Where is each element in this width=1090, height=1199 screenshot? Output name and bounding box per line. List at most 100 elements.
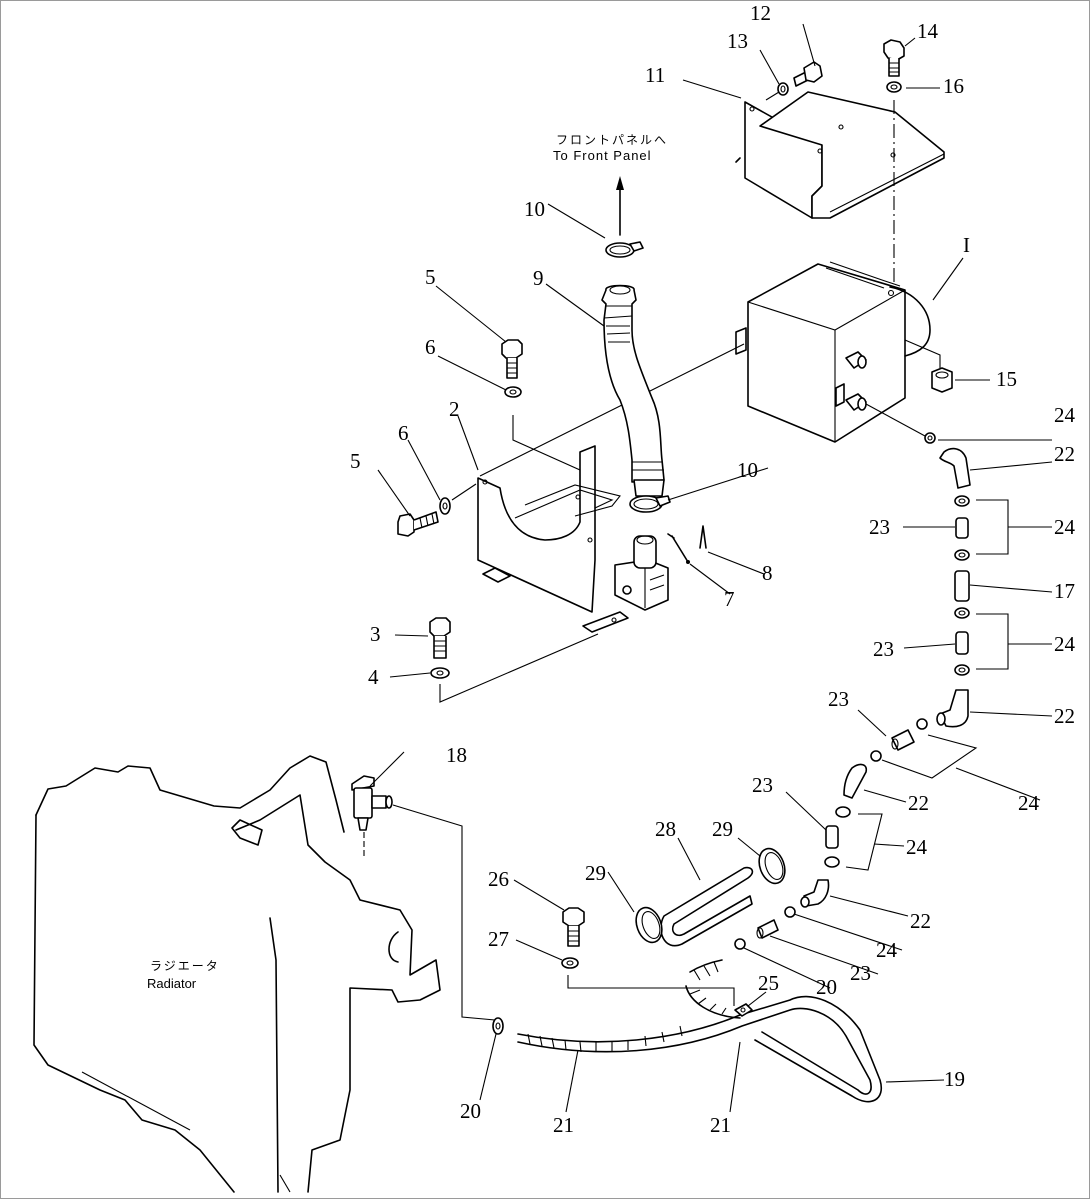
protector-21-a xyxy=(527,1025,683,1053)
washer-27 xyxy=(561,957,579,969)
callout-29-right[interactable]: 29 xyxy=(712,817,733,841)
callout-16[interactable]: 16 xyxy=(943,74,964,98)
cover-sleeve-28 xyxy=(660,866,754,947)
callout-21-left[interactable]: 21 xyxy=(553,1113,574,1137)
leader-6b-axis xyxy=(451,483,477,501)
elbow-hose-22-a xyxy=(939,447,971,489)
clamp-24-f xyxy=(784,906,796,918)
callout-23-d[interactable]: 23 xyxy=(752,773,773,797)
clamp-24-e1 xyxy=(835,806,851,818)
callout-24-c[interactable]: 24 xyxy=(1054,632,1076,656)
clamp-24-c2 xyxy=(954,664,970,676)
callout-15[interactable]: 15 xyxy=(996,367,1017,391)
callout-29-left[interactable]: 29 xyxy=(585,861,606,885)
callout-17[interactable]: 17 xyxy=(1054,579,1075,603)
callout-24-b[interactable]: 24 xyxy=(1054,515,1076,539)
hose-clamp-10-a xyxy=(605,241,644,258)
callout-14[interactable]: 14 xyxy=(917,19,939,43)
callout-5-top[interactable]: 5 xyxy=(425,265,436,289)
protector-21-b xyxy=(685,959,741,1019)
callout-22-a[interactable]: 22 xyxy=(1054,442,1075,466)
callout-2[interactable]: 2 xyxy=(449,397,460,421)
hose-axis-top xyxy=(865,403,926,437)
bracket-2 xyxy=(477,445,629,633)
clamp-24-d2 xyxy=(870,750,882,762)
valve-18 xyxy=(351,775,393,831)
cotter-pin-8 xyxy=(699,525,707,549)
bolt-12 xyxy=(793,61,823,87)
leader-15-axis xyxy=(904,339,941,368)
elbow-hose-22-c xyxy=(843,763,868,799)
leader-27-axis xyxy=(567,975,735,1006)
clamp-24-c1 xyxy=(954,607,970,619)
clamp-24-e2 xyxy=(824,856,840,868)
bolt-5-b xyxy=(397,511,439,537)
front-panel-label-jp: フロントパネルへ xyxy=(556,133,668,147)
callout-8[interactable]: 8 xyxy=(762,561,773,585)
arrow-to-front-panel xyxy=(616,176,624,236)
callout-22-b[interactable]: 22 xyxy=(1054,704,1075,728)
callout-22-c[interactable]: 22 xyxy=(908,791,929,815)
callout-4[interactable]: 4 xyxy=(368,665,379,689)
clamp-24-b1 xyxy=(954,495,970,507)
band-29-b xyxy=(758,847,786,885)
callout-27[interactable]: 27 xyxy=(488,927,509,951)
callout-9[interactable]: 9 xyxy=(533,266,544,290)
callout-24-f[interactable]: 24 xyxy=(876,938,898,962)
callout-26[interactable]: 26 xyxy=(488,867,509,891)
callout-6-top[interactable]: 6 xyxy=(425,335,436,359)
callout-10-mid[interactable]: 10 xyxy=(737,458,758,482)
callout-23-a[interactable]: 23 xyxy=(869,515,890,539)
callout-18[interactable]: 18 xyxy=(446,743,467,767)
clamp-20-a xyxy=(492,1017,504,1035)
duct-hose-9 xyxy=(601,284,665,497)
connector-23-b xyxy=(955,631,969,655)
washer-6-a xyxy=(504,386,522,398)
callout-22-d[interactable]: 22 xyxy=(910,909,931,933)
callout-10-top[interactable]: 10 xyxy=(524,197,545,221)
callout-19[interactable]: 19 xyxy=(944,1067,965,1091)
bolt-26 xyxy=(562,907,585,947)
washer-13 xyxy=(777,82,789,96)
callout-5-left[interactable]: 5 xyxy=(350,449,361,473)
callout-24-e[interactable]: 24 xyxy=(906,835,928,859)
bracket-24-b xyxy=(976,499,1052,555)
elbow-hose-22-d xyxy=(800,879,830,908)
callout-23-e[interactable]: 23 xyxy=(850,961,871,985)
radiator-label-jp: ラジエータ xyxy=(150,959,220,973)
callout-23-b[interactable]: 23 xyxy=(873,637,894,661)
bolt-5-a xyxy=(501,339,523,379)
callout-11[interactable]: 11 xyxy=(645,63,665,87)
hose-clamp-10-b xyxy=(629,495,671,513)
callout-12[interactable]: 12 xyxy=(750,1,771,25)
hose-17 xyxy=(954,570,970,602)
washer-4 xyxy=(430,667,450,679)
radiator-label-en: Radiator xyxy=(147,976,197,991)
bracket-24-e xyxy=(845,813,905,871)
pin-7 xyxy=(667,533,690,564)
callout-20-mid[interactable]: 20 xyxy=(816,975,837,999)
callout-24-d[interactable]: 24 xyxy=(1018,791,1040,815)
callout-24-a[interactable]: 24 xyxy=(1054,403,1076,427)
bolt-3 xyxy=(429,617,451,659)
callout-6-left[interactable]: 6 xyxy=(398,421,409,445)
bolt-14 xyxy=(883,39,905,77)
connector-23-e xyxy=(756,919,779,939)
heater-unit-I xyxy=(735,261,931,443)
callout-13[interactable]: 13 xyxy=(727,29,748,53)
callout-21-right[interactable]: 21 xyxy=(710,1113,731,1137)
socket-assembly xyxy=(614,535,669,611)
connector-23-c xyxy=(891,729,915,751)
callout-23-c[interactable]: 23 xyxy=(828,687,849,711)
washer-6-b xyxy=(439,497,451,515)
callout-7[interactable]: 7 xyxy=(724,587,735,611)
band-29-a xyxy=(635,906,663,944)
callout-25[interactable]: 25 xyxy=(758,971,779,995)
callout-I[interactable]: I xyxy=(963,233,970,257)
callout-20-left[interactable]: 20 xyxy=(460,1099,481,1123)
callout-3[interactable]: 3 xyxy=(370,622,381,646)
callout-28[interactable]: 28 xyxy=(655,817,676,841)
leader-4-axis xyxy=(439,633,599,703)
clip-25 xyxy=(734,1003,753,1017)
